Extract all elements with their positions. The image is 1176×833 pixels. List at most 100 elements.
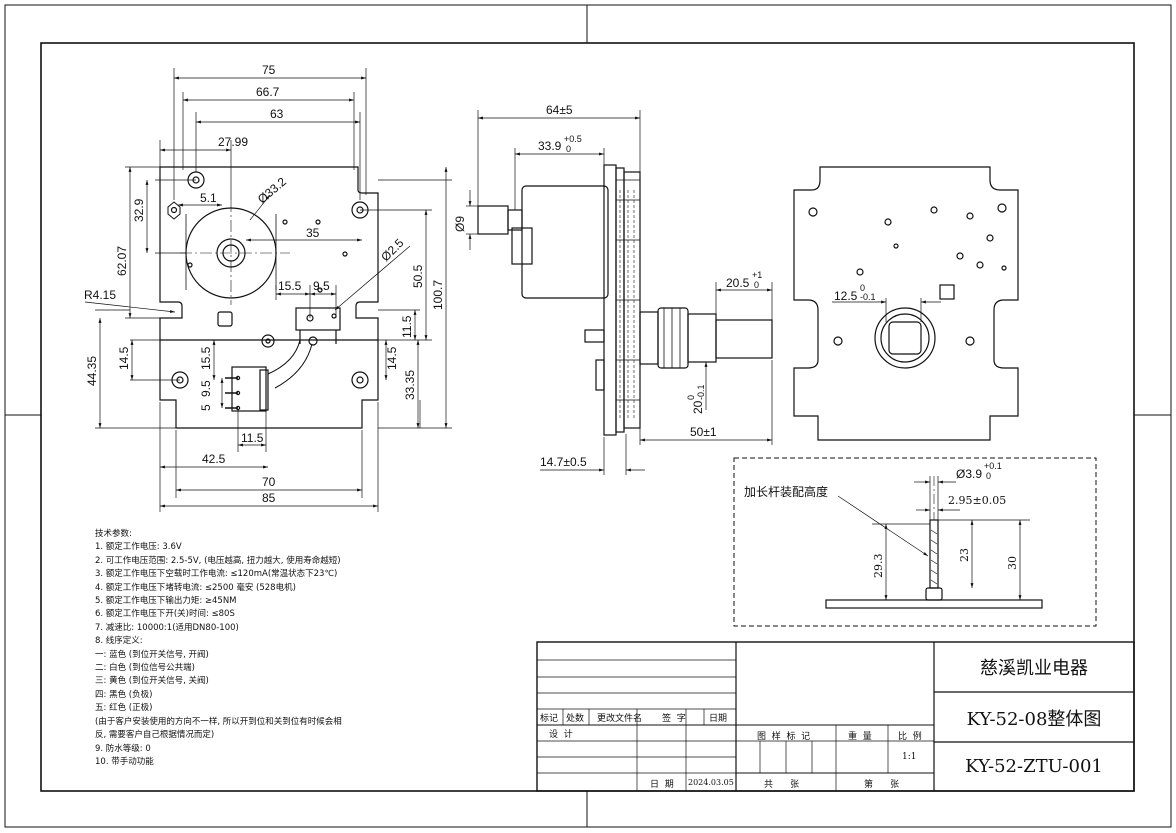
dim-33-9-tol-up: +0.5 — [564, 134, 582, 144]
dim-12-5: 12.5 — [834, 289, 858, 303]
dim-9-5: 9.5 — [313, 279, 330, 293]
side-view — [477, 164, 773, 436]
dim-11-5-h: 11.5 — [241, 431, 264, 445]
revision-header-count: 处数 — [566, 714, 585, 724]
front-view-centerlines — [180, 200, 290, 305]
front-view-dimension-lines — [84, 68, 452, 512]
dim-70: 70 — [262, 475, 276, 489]
tech-note-line: 1. 额定工作电压: 3.6V — [95, 542, 182, 553]
drawing-name: KY-52-08整体图 — [966, 709, 1102, 730]
dim-44-35: 44.35 — [85, 356, 99, 386]
revision-header-date: 日期 — [709, 714, 728, 724]
tech-note-line: 反, 需要客户自己根据情况而定) — [95, 730, 215, 741]
dim-11-5-v: 11.5 — [400, 315, 414, 338]
tech-note-line: 6. 额定工作电压下开(关)时间: ≤80S — [95, 609, 235, 620]
mark-header: 图 样 标 记 — [757, 732, 811, 742]
tech-note-line: 7. 减速比: 10000:1(适用DN80-100) — [95, 622, 239, 633]
dim-d33-2: Ø33.2 — [255, 174, 289, 206]
dim-20-5: 20.5 — [726, 276, 750, 290]
title-block-grid — [536, 641, 1135, 792]
back-view-dimension-text: 12.5 0 -0.1 — [834, 283, 876, 303]
revision-header-sign: 签 字 — [662, 714, 686, 724]
weight-header: 重 量 — [848, 732, 872, 742]
dim-14-5-left: 14.5 — [117, 346, 131, 370]
dim-14-5-right: 14.5 — [385, 346, 399, 370]
tech-note-line: 10. 带手动功能 — [95, 756, 154, 767]
drawing-date: 2024.03.05 — [688, 778, 734, 787]
dim-30: 30 — [1006, 556, 1019, 570]
dim-75: 75 — [262, 63, 276, 77]
sheets-total: 共 张 — [764, 780, 800, 790]
back-view-dimension-lines — [832, 298, 941, 322]
tech-note-line: 三: 黄色 (到位开关信号, 关阀) — [95, 676, 209, 687]
dim-62-07: 62.07 — [115, 246, 129, 276]
detail-dimension-lines — [837, 476, 1030, 600]
dim-85: 85 — [262, 491, 276, 505]
front-view — [159, 166, 379, 429]
dim-63: 63 — [270, 107, 284, 121]
dim-5-v: 5 — [199, 404, 213, 411]
tech-note-line: 9. 防水等级: 0 — [95, 743, 151, 754]
dim-14-7: 14.7±0.5 — [540, 455, 587, 469]
dim-35: 35 — [306, 226, 320, 240]
scale-value: 1:1 — [902, 752, 917, 762]
side-view-dimension-text: 64±5 33.9 +0.5 0 Ø9 20.5 +1 0 20 0 -0.1 … — [453, 103, 762, 469]
dim-r4-15: R4.15 — [84, 288, 116, 302]
tech-note-line: 二: 白色 (到位信号公共端) — [95, 663, 195, 674]
dim-12-5-tol-up: 0 — [860, 283, 865, 293]
dim-20-5-tol-up: +1 — [752, 270, 762, 280]
dim-33-9: 33.9 — [538, 139, 562, 153]
dim-d9: Ø9 — [453, 216, 467, 232]
dim-d2-5: Ø2.5 — [378, 236, 407, 265]
company-name: 慈溪凯业电器 — [980, 658, 1088, 679]
front-view-dimension-text: 75 66.7 63 27.99 Ø33.2 5.1 32.9 35 Ø2.5 … — [84, 63, 445, 505]
dim-15-5: 15.5 — [278, 279, 302, 293]
tech-notes: 技术参数: 1. 额定工作电压: 3.6V 2. 可工作电压范围: 2.5-5V… — [95, 528, 425, 769]
detail-text: 加长杆装配高度 Ø3.9 +0.1 0 2.95±0.05 29.3 23 30 — [744, 461, 1019, 578]
dim-2-95: 2.95±0.05 — [948, 494, 1006, 507]
tech-note-line: 8. 线序定义: — [95, 636, 143, 647]
tech-note-line: 五: 红色 (正极) — [95, 703, 153, 714]
tech-note-line: 5. 额定工作电压下输出力矩: ≥45NM — [95, 596, 237, 607]
dim-33-35: 33.35 — [403, 370, 417, 400]
dim-12-5-tol-lo: -0.1 — [860, 292, 876, 302]
tech-note-line: 4. 额定工作电压下堵转电流: ≤2500 毫安 (528电机) — [95, 582, 296, 593]
dim-100-7: 100.7 — [431, 280, 445, 310]
dim-66-7: 66.7 — [256, 85, 280, 99]
design-label: 设 计 — [549, 730, 573, 740]
revision-header-file: 更改文件名 — [597, 714, 643, 724]
dim-5-1: 5.1 — [200, 191, 217, 205]
back-view — [793, 166, 1019, 441]
dim-d3-9: Ø3.9 — [956, 467, 982, 481]
tech-note-line: 2. 可工作电压范围: 2.5-5V, (电压越高, 扭力越大, 使用寿命越短) — [95, 555, 341, 566]
tech-note-line: 3. 额定工作电压下空载时工作电流: ≤120mA(常温状态下23℃) — [95, 569, 338, 580]
dim-42-5: 42.5 — [202, 452, 226, 466]
tech-note-line: (由于客户安装使用的方向不一样, 所以开到位和关到位有时候会相 — [95, 716, 342, 727]
dim-20-tol-up: 0 — [686, 395, 696, 400]
dim-33-9-tol-lo: 0 — [566, 144, 571, 154]
sheet-number: 第 张 — [864, 780, 900, 790]
dim-50-5: 50.5 — [411, 264, 425, 288]
dim-64: 64±5 — [546, 103, 573, 117]
dim-d3-9-tol-lo: 0 — [986, 471, 991, 481]
drawing-number: KY-52-ZTU-001 — [965, 756, 1103, 777]
dim-d3-9-tol-up: +0.1 — [984, 461, 1002, 471]
dim-29-3: 29.3 — [872, 554, 885, 579]
dim-23: 23 — [958, 548, 971, 562]
detail-label: 加长杆装配高度 — [744, 484, 828, 499]
dim-20-tol-lo: -0.1 — [696, 384, 706, 400]
date-label: 日 期 — [650, 780, 674, 790]
dim-20-5-tol-lo: 0 — [754, 280, 759, 290]
dim-9-5-v: 9.5 — [199, 380, 213, 397]
dim-50: 50±1 — [690, 425, 717, 439]
dim-32-9: 32.9 — [132, 198, 146, 222]
side-view-dimension-lines — [466, 110, 773, 475]
detail-view — [733, 457, 1097, 627]
revision-header-mark: 标记 — [540, 714, 559, 724]
dim-20: 20 — [691, 400, 705, 414]
dim-15-5-v: 15.5 — [199, 346, 213, 370]
dim-27-99: 27.99 — [218, 135, 248, 149]
tech-note-line: 四: 黑色 (负极) — [95, 689, 153, 700]
scale-header: 比 例 — [898, 732, 922, 742]
